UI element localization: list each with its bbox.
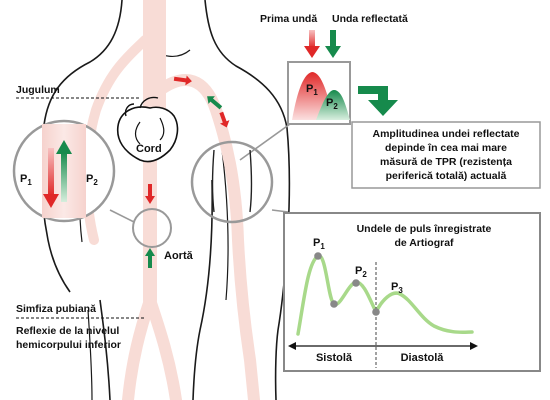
peaks-p2-label: P2 xyxy=(326,97,338,111)
systole-label: Sistolă xyxy=(316,352,353,364)
flow-arrows xyxy=(145,75,230,268)
vessel-magnifier xyxy=(12,119,172,248)
p2-marker xyxy=(352,279,360,287)
reflexie-label-line2: hemicorpului inferior xyxy=(16,339,121,351)
amplitude-line4: periferică totală) actuală xyxy=(386,170,507,182)
p1-marker xyxy=(314,252,322,260)
cuff-magnifier xyxy=(190,123,291,224)
amplitude-line1: Amplitudinea undei reflectate xyxy=(372,128,519,140)
peaks-p1-label: P1 xyxy=(306,83,318,97)
arm-red-arrow xyxy=(173,75,192,86)
curve-p3-label: P3 xyxy=(391,281,403,295)
simfiza-label: Simfiza pubiană xyxy=(16,303,96,315)
curve-p2-label: P2 xyxy=(355,265,367,279)
curve-p1-label: P1 xyxy=(313,237,325,251)
prima-unda-arrow xyxy=(304,30,320,58)
notch-marker xyxy=(330,300,338,308)
arm-green-arrow xyxy=(207,96,223,110)
unda-reflectata-label: Unda reflectată xyxy=(332,13,408,25)
pulse-panel-title-line1: Undele de puls înregistrate xyxy=(357,223,492,235)
heart-icon xyxy=(116,96,179,163)
green-pointer-arrow xyxy=(358,86,398,116)
amplitude-line2: depinde în cea mai mare xyxy=(385,142,507,154)
jugulum-label: Jugulum xyxy=(16,84,60,96)
unda-reflectata-arrow xyxy=(325,30,341,58)
dicrotic-marker xyxy=(372,308,380,316)
aorta-red-arrow xyxy=(148,184,152,196)
arm-red-arrow-2 xyxy=(219,111,230,128)
amplitude-line3: măsură de TPR (rezistența xyxy=(380,156,512,168)
cord-label: Cord xyxy=(136,143,162,155)
prima-unda-label: Prima undă xyxy=(260,13,317,25)
pulse-peaks-box xyxy=(287,61,351,125)
diastole-label: Diastolă xyxy=(401,352,445,364)
pulse-wave-panel: Undele de puls înregistrate de Artiograf… xyxy=(283,212,541,372)
magnifier-p2-label: P2 xyxy=(86,173,98,187)
pulse-panel-title-line2: de Artiograf xyxy=(394,237,454,249)
aorta-label: Aortă xyxy=(164,250,194,262)
reflexie-label-line1: Reflexie de la nivelul xyxy=(16,325,119,337)
amplitude-box: Amplitudinea undei reflectate depinde în… xyxy=(351,121,541,189)
aorta-green-arrow xyxy=(148,256,152,268)
magnifier-p1-label: P1 xyxy=(20,173,32,187)
